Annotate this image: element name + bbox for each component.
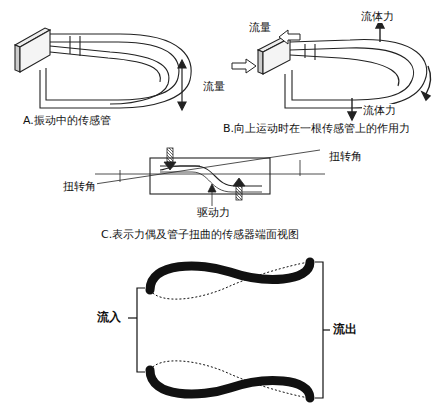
caption-text: A.振动中的传感管 — [22, 114, 112, 127]
outlet-label: 流出 — [332, 323, 358, 336]
force-label: 流体力 — [360, 10, 395, 23]
angle-label: 扭转角 — [328, 150, 363, 163]
flow-label: 流量 — [202, 80, 226, 93]
sensor-tubes-a — [15, 28, 191, 108]
angle-label: 扭转角 — [62, 180, 97, 193]
couple-arrows — [164, 148, 245, 206]
force-label: 驱动力 — [196, 206, 231, 219]
inlet-label: 流入 — [96, 311, 122, 324]
caption-text: B.向上运动时在一根传感管上的作用力 — [222, 122, 411, 135]
twisted-tubes — [150, 262, 310, 398]
force-label: 流体力 — [362, 104, 397, 117]
flow-arrows — [232, 30, 300, 73]
end-view — [95, 150, 325, 194]
force-arrows — [348, 20, 431, 120]
caption-text: C.表示力偶及管子扭曲的传感器端面视图 — [100, 228, 300, 241]
sensor-tubes-b — [258, 36, 427, 108]
vibration-arrow — [178, 60, 186, 110]
flow-label: 流量 — [248, 21, 272, 34]
brackets — [128, 262, 330, 398]
